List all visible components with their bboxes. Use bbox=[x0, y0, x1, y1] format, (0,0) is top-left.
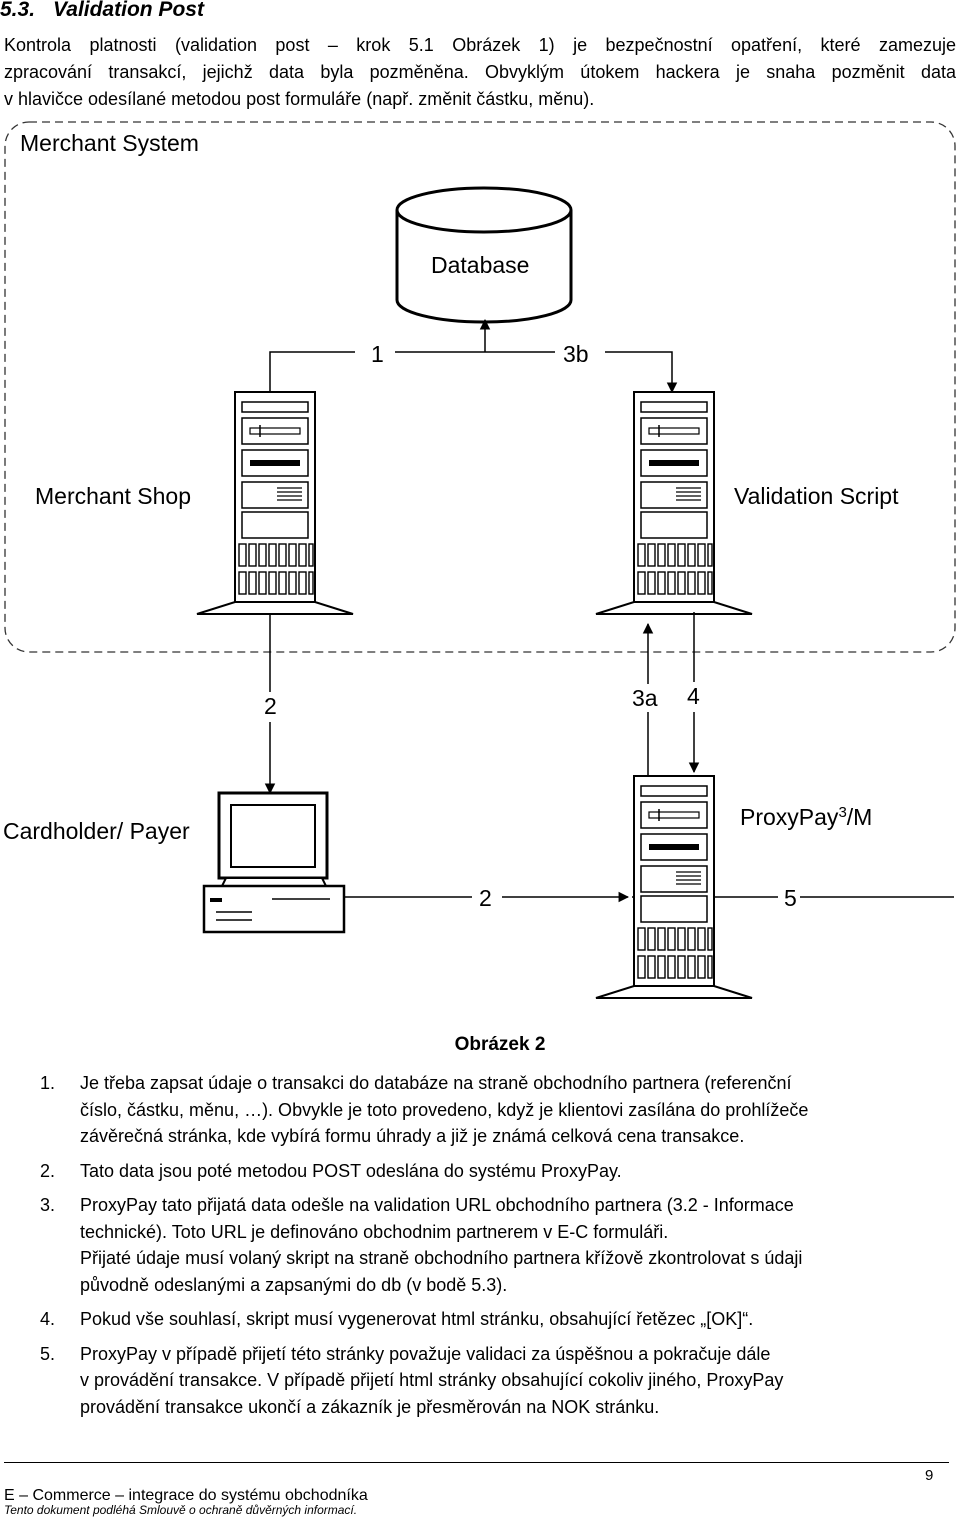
footer-divider bbox=[4, 1462, 949, 1463]
validation-script-label: Validation Script bbox=[734, 483, 899, 509]
cardholder-computer-icon bbox=[202, 791, 346, 934]
step-number: 3. bbox=[40, 1195, 56, 1215]
step-line: původně odeslanými a zapsanými do db (v … bbox=[80, 1274, 508, 1295]
intro-line: v hlavičce odesílané metodou post formul… bbox=[4, 89, 595, 109]
database-icon bbox=[395, 186, 573, 324]
footer-note: Tento dokument podléhá Smlouvě o ochraně… bbox=[4, 1503, 358, 1517]
proxypay-label: ProxyPay3/M bbox=[740, 804, 872, 830]
arrow-label-1: 1 bbox=[371, 341, 384, 367]
validation-script-server-icon bbox=[595, 391, 753, 615]
step-number: 2. bbox=[40, 1160, 56, 1181]
step-number: 1. bbox=[40, 1073, 56, 1093]
section-number: 5.3. bbox=[0, 0, 36, 21]
list-item: 5. ProxyPay v případě přijetí této strán… bbox=[0, 1341, 930, 1421]
step-line: závěrečná stránka, kde vybírá formu úhra… bbox=[80, 1126, 745, 1146]
database-label: Database bbox=[431, 252, 529, 278]
arrow-label-2-top: 2 bbox=[264, 693, 277, 719]
intro-paragraph: Kontrola platnosti (validation post – kr… bbox=[4, 32, 956, 113]
merchant-system-label: Merchant System bbox=[20, 130, 199, 156]
step-line: provádění transakce ukončí a zákazník je… bbox=[80, 1396, 660, 1417]
merchant-shop-label: Merchant Shop bbox=[35, 483, 191, 509]
merchant-system-boundary bbox=[4, 121, 956, 653]
list-item: 1. Je třeba zapsat údaje o transakci do … bbox=[0, 1070, 930, 1150]
arrow-label-2-bottom: 2 bbox=[479, 885, 492, 911]
section-title: Validation Post bbox=[53, 0, 204, 21]
section-heading: 5.3. Validation Post bbox=[0, 0, 204, 22]
step-line: Tato data jsou poté metodou POST odeslán… bbox=[80, 1160, 622, 1181]
intro-line: Kontrola platnosti (validation post – kr… bbox=[4, 35, 956, 55]
list-item: 3. ProxyPay tato přijatá data odešle na … bbox=[0, 1192, 930, 1298]
steps-list: 1. Je třeba zapsat údaje o transakci do … bbox=[0, 1070, 960, 1428]
arrow-label-3a: 3a bbox=[632, 685, 658, 711]
arrow-label-5: 5 bbox=[784, 885, 797, 911]
page-number: 9 bbox=[925, 1467, 934, 1484]
list-item: 2. Tato data jsou poté metodou POST odes… bbox=[0, 1158, 930, 1185]
step-line: Je třeba zapsat údaje o transakci do dat… bbox=[80, 1073, 792, 1093]
step-number: 4. bbox=[40, 1309, 56, 1329]
step-line: technické). Toto URL je definováno obcho… bbox=[80, 1221, 669, 1242]
step-line: Přijaté údaje musí volaný skript na stra… bbox=[80, 1248, 803, 1268]
arrow-label-4: 4 bbox=[687, 683, 700, 709]
step-line: ProxyPay tato přijatá data odešle na val… bbox=[80, 1195, 794, 1215]
merchant-shop-server-icon bbox=[196, 391, 354, 615]
footer-title: E – Commerce – integrace do systému obch… bbox=[4, 1487, 368, 1504]
proxypay-server-icon bbox=[595, 775, 753, 999]
validation-diagram: Merchant System Database 1 3b Merchant S… bbox=[3, 121, 956, 999]
intro-line: zpracování transakcí, jejichž data byla … bbox=[4, 62, 956, 82]
step-line: Pokud vše souhlasí, skript musí vygenero… bbox=[80, 1309, 754, 1329]
step-number: 5. bbox=[40, 1343, 56, 1364]
cardholder-label: Cardholder/ Payer bbox=[3, 818, 190, 844]
list-item: 4. Pokud vše souhlasí, skript musí vygen… bbox=[0, 1306, 930, 1333]
step-line: ProxyPay v případě přijetí této stránky … bbox=[80, 1343, 771, 1364]
step-line: v provádění transakce. V případě přijetí… bbox=[80, 1370, 784, 1390]
figure-caption: Obrázek 2 bbox=[454, 1034, 546, 1055]
step-line: číslo, částku, měnu, …). Obvykle je toto… bbox=[80, 1099, 809, 1120]
arrow-label-3b: 3b bbox=[563, 341, 589, 367]
